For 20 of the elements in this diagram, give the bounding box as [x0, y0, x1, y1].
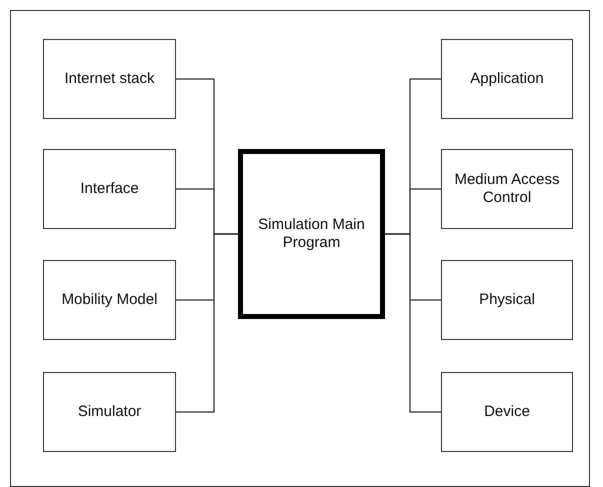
box-label: Simulation Main Program: [257, 216, 366, 252]
module-box: [43, 149, 176, 229]
module-box: [441, 149, 573, 229]
connector-line: [385, 233, 441, 413]
box-label: Device: [484, 403, 530, 421]
module-box: [43, 260, 176, 340]
box-label: Medium Access Control: [453, 171, 561, 207]
box-label: Internet stack: [64, 70, 155, 88]
box-label: Application: [470, 70, 544, 88]
module-box: [441, 372, 573, 452]
box-label: Simulator: [78, 403, 142, 421]
box-label: Physical: [479, 291, 535, 309]
module-box: [43, 39, 176, 119]
module-box: [43, 372, 176, 452]
box-label: Interface: [80, 180, 139, 198]
connector-line: [176, 233, 238, 413]
module-box: [441, 260, 573, 340]
main-program-box: [238, 149, 385, 319]
box-label: Mobility Model: [62, 291, 158, 309]
module-box: [441, 39, 573, 119]
